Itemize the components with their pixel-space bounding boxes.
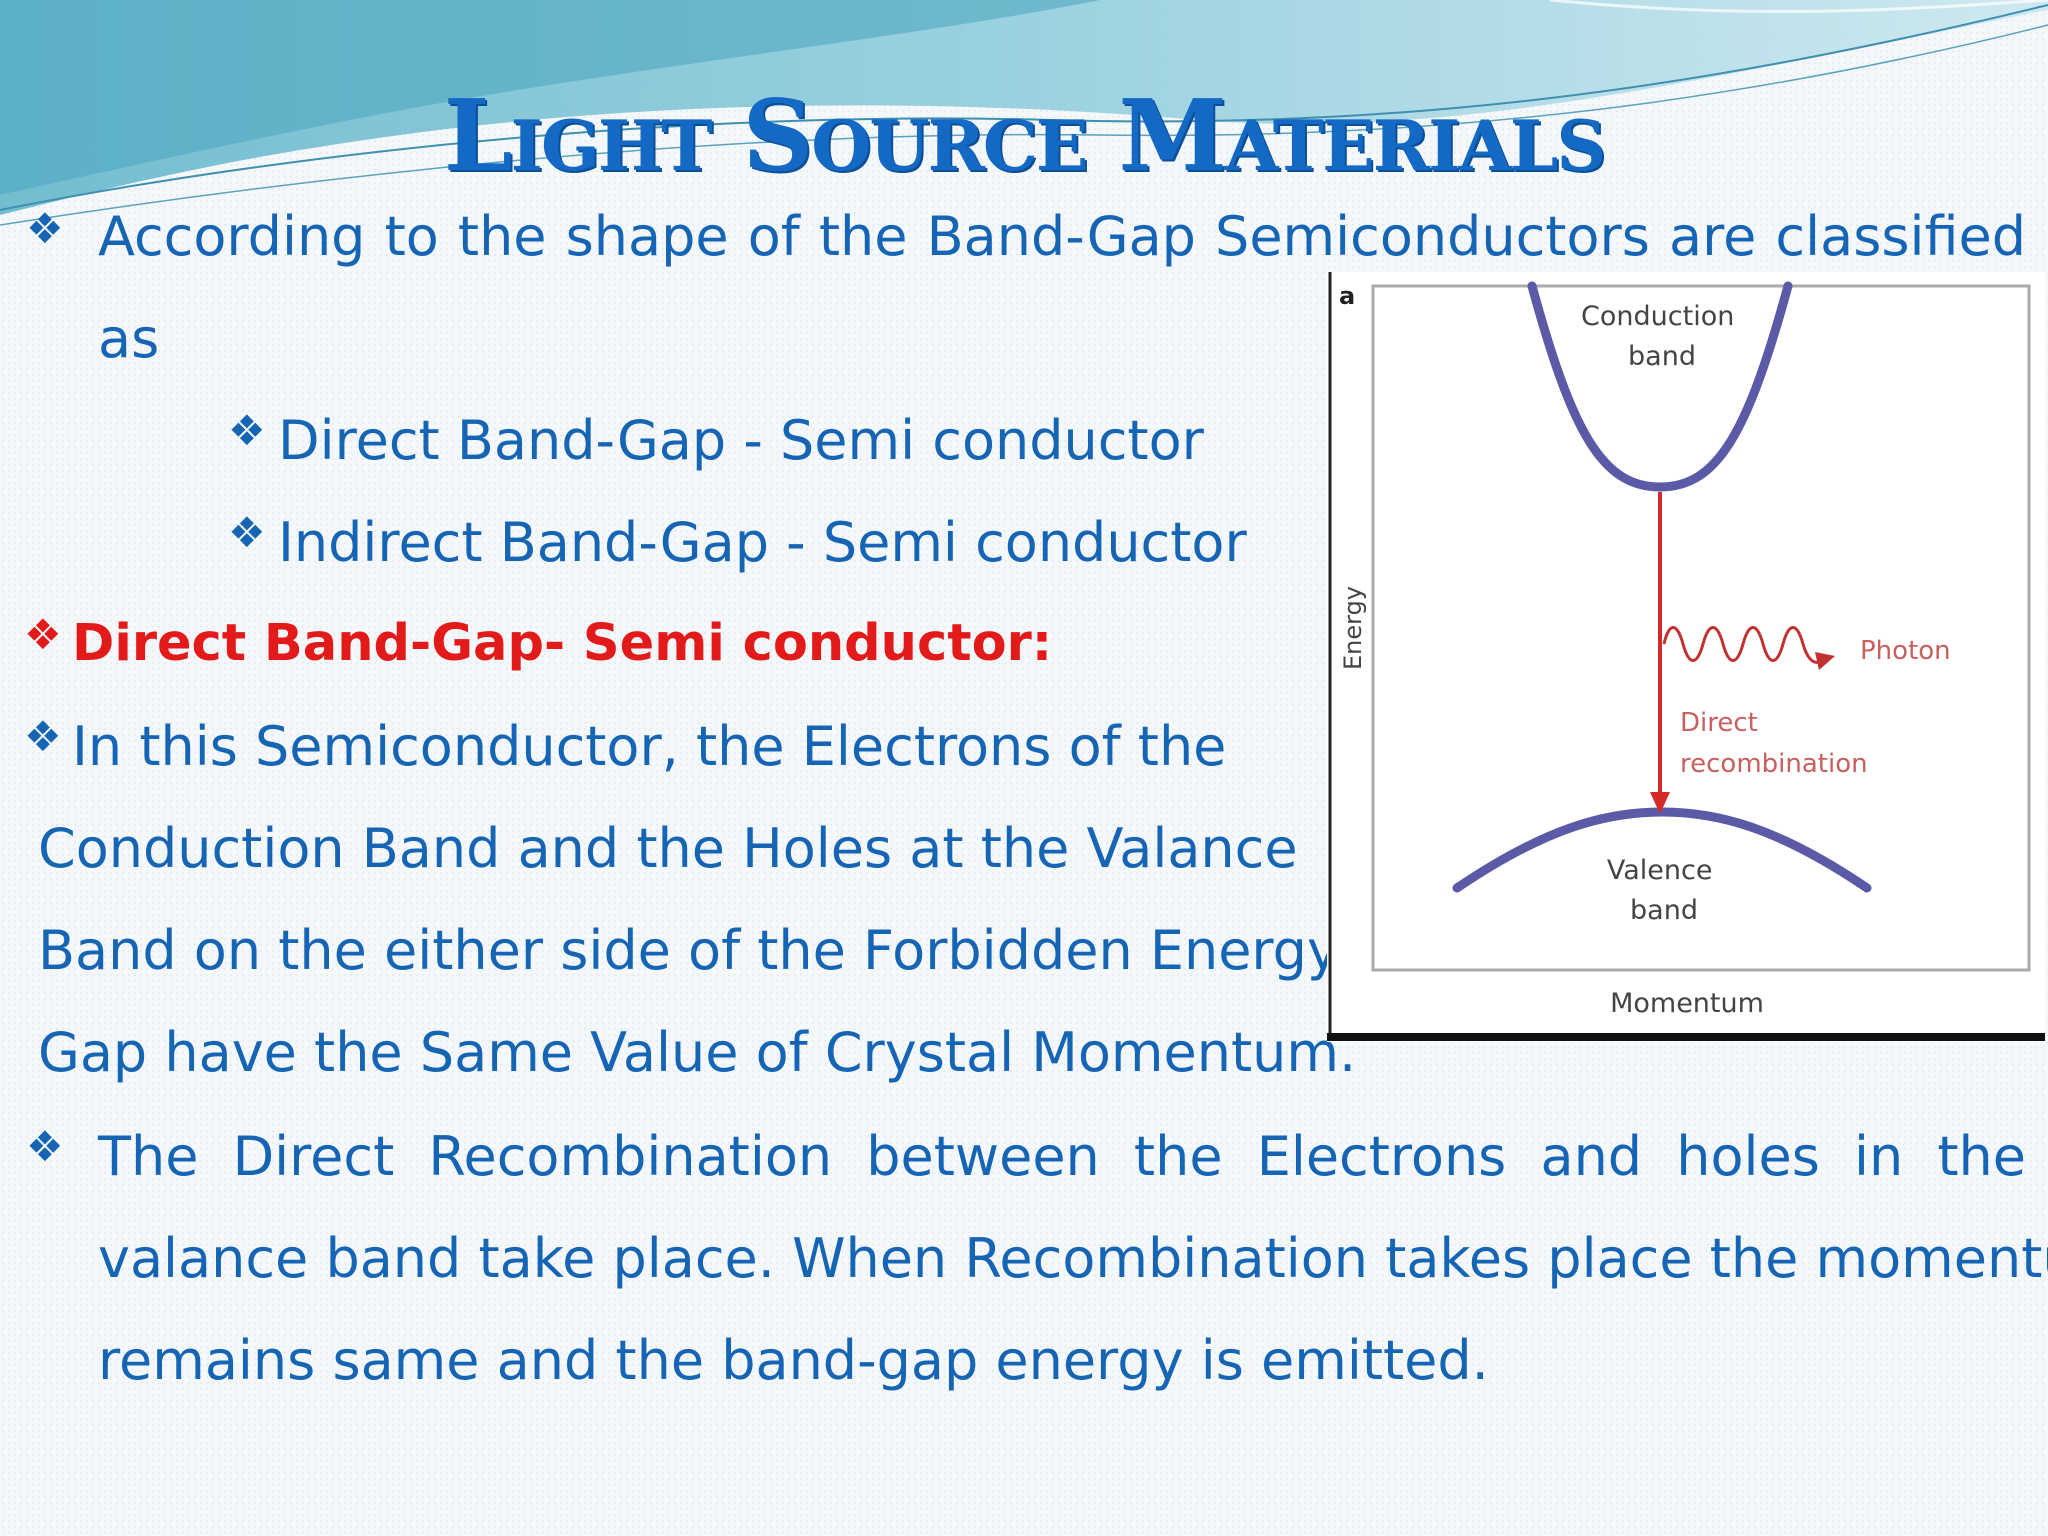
slide-title: Light Source Materials xyxy=(443,79,1606,194)
para2-line-1: The Direct Recombination between the Ele… xyxy=(98,1125,2026,1188)
x-axis-label: Momentum xyxy=(1610,988,1764,1019)
intro-line-2: as xyxy=(98,307,160,370)
sub-item-indirect: Indirect Band-Gap - Semi conductor xyxy=(278,511,1247,574)
photon-arrowhead-icon xyxy=(1815,652,1835,670)
para2-line-2: valance band take place. When Recombinat… xyxy=(98,1227,2048,1290)
para1-line-4: Gap have the Same Value of Crystal Momen… xyxy=(38,1021,1357,1084)
plot-frame xyxy=(1371,284,2031,972)
photon-wave xyxy=(1662,626,1820,664)
conduction-band-label: Conduction band xyxy=(1581,301,1743,372)
sub-item-direct: Direct Band-Gap - Semi conductor xyxy=(278,409,1204,472)
arrowhead-icon xyxy=(1650,792,1670,814)
bullet-icon: ❖ xyxy=(24,712,62,761)
y-axis-label: Energy xyxy=(1339,586,1367,670)
header-wave-decoration xyxy=(0,0,2048,226)
valence-band-label: Valence band xyxy=(1607,855,1721,926)
band-diagram-figure: a Conduction band Valence band Photon Di… xyxy=(1327,272,2045,1042)
bullet-icon: ❖ xyxy=(26,1122,64,1171)
panel-letter: a xyxy=(1339,282,1355,310)
photon-label: Photon xyxy=(1860,636,1951,666)
section-heading: Direct Band-Gap- Semi conductor: xyxy=(72,614,1053,673)
para1-line-1: In this Semiconductor, the Electrons of … xyxy=(72,715,1227,778)
para2-line-3: remains same and the band-gap energy is … xyxy=(98,1329,1489,1392)
intro-line-1: According to the shape of the Band-Gap S… xyxy=(98,205,2026,268)
bullet-icon: ❖ xyxy=(228,406,266,455)
bullet-icon: ❖ xyxy=(228,508,266,557)
para1-line-3: Band on the either side of the Forbidden… xyxy=(38,919,1339,982)
direct-recombination-label: Direct recombination xyxy=(1680,708,1868,779)
conduction-band-curve xyxy=(1527,281,1793,492)
valence-band-curve xyxy=(1452,807,1872,893)
bullet-icon: ❖ xyxy=(24,610,62,659)
bullet-icon: ❖ xyxy=(26,204,64,253)
para1-line-2: Conduction Band and the Holes at the Val… xyxy=(38,817,1298,880)
